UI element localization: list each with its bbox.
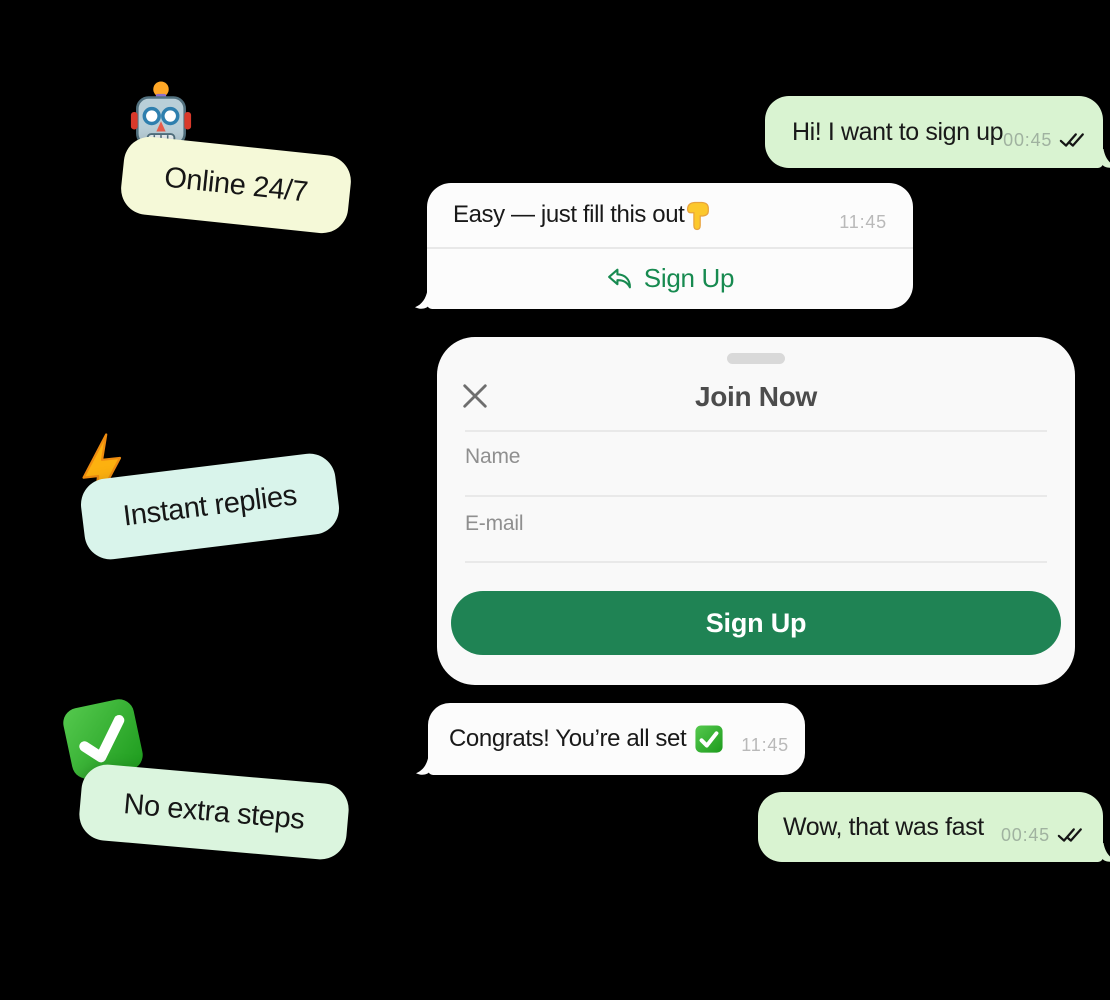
message-timestamp: 00:45 — [1000, 824, 1050, 845]
prompt-text-row: Easy — just fill this out 11:45 — [427, 183, 913, 247]
double-check-icon — [1059, 133, 1085, 147]
message-meta: 11:45 — [741, 735, 789, 756]
message-meta: 11:45 — [839, 212, 887, 233]
double-check-icon — [1057, 828, 1082, 842]
sticker-instant-label: Instant replies — [121, 479, 299, 533]
message-confirmation: Congrats! You’re all set 11:45 — [415, 703, 805, 775]
bubble-tail — [415, 755, 430, 775]
message-text: Easy — just fill this out — [453, 201, 685, 228]
x-icon[interactable] — [462, 383, 488, 409]
message-timestamp: 11:45 — [741, 734, 789, 755]
name-field[interactable]: Name — [465, 436, 1047, 488]
sticker-online-label: Online 24/7 — [162, 161, 310, 208]
check-emoji — [695, 725, 723, 753]
message-bot-prompt: Easy — just fill this out 11:45 Sign Up — [414, 183, 913, 310]
check-emoji — [63, 699, 143, 779]
signup-submit-button[interactable]: Sign Up — [451, 591, 1061, 655]
message-timestamp: 11:45 — [839, 211, 887, 232]
field-divider — [465, 495, 1047, 497]
sticker-no-extra-steps: No extra steps — [77, 762, 351, 862]
field-divider — [465, 430, 1047, 432]
message-text: Hi! I want to sign up — [792, 117, 1004, 146]
email-field[interactable]: E-mail — [465, 503, 1047, 555]
message-meta: 00:45 — [1001, 825, 1085, 846]
message-outgoing-2: Wow, that was fast 00:45 — [758, 792, 1110, 862]
sheet-header: Join Now — [437, 379, 1075, 415]
name-placeholder: Name — [465, 445, 521, 468]
sheet-drag-handle[interactable] — [727, 353, 785, 364]
join-now-sheet: Join Now Name E-mail Sign Up — [437, 337, 1075, 685]
message-text: Congrats! You’re all set — [449, 725, 687, 752]
robot-emoji — [130, 81, 192, 147]
bubble-tail — [414, 289, 429, 309]
sticker-noextra-label: No extra steps — [122, 787, 306, 836]
sticker-online-247: Online 24/7 — [118, 134, 354, 236]
message-text: Wow, that was fast — [783, 812, 984, 841]
reply-arrow-icon — [607, 268, 631, 289]
field-divider — [465, 561, 1047, 563]
pointing-down-emoji — [687, 201, 710, 230]
bubble-tail — [1101, 148, 1110, 168]
email-placeholder: E-mail — [465, 512, 524, 535]
quick-reply-label: Sign Up — [643, 263, 735, 294]
message-meta: 00:45 — [1003, 130, 1087, 151]
signup-submit-label: Sign Up — [705, 607, 807, 638]
bubble-tail — [1101, 842, 1110, 862]
bubble-divider — [427, 247, 913, 249]
sheet-title: Join Now — [694, 381, 818, 412]
signup-quick-reply-button[interactable]: Sign Up — [427, 249, 913, 310]
message-outgoing-1: Hi! I want to sign up 00:45 — [765, 96, 1110, 168]
message-timestamp: 00:45 — [1003, 129, 1053, 150]
